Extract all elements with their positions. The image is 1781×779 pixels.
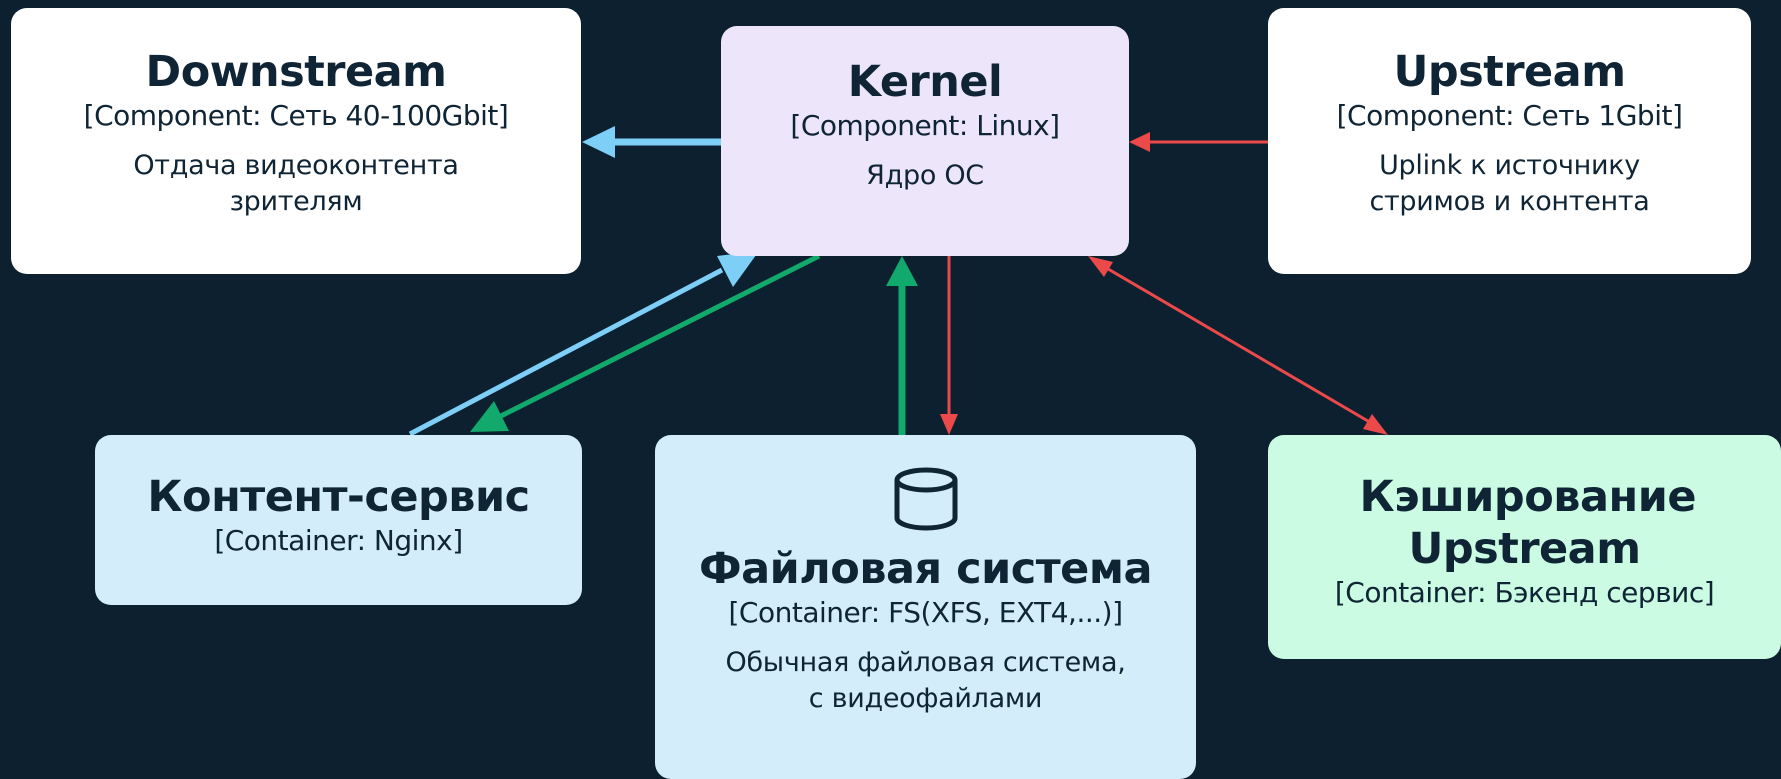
kernel-description: Ядро ОС <box>866 160 984 191</box>
upstream-title: Upstream <box>1393 47 1626 97</box>
downstream-description: Отдача видеоконтента зрителям <box>133 150 459 217</box>
cache-node[interactable]: Кэширование Upstream [Container: Бэкенд … <box>1268 435 1781 659</box>
kernel-technology: [Component: Linux] <box>790 109 1060 142</box>
edge-kernel-to-filesystem <box>940 256 958 435</box>
database-icon <box>894 467 957 531</box>
cache-technology: [Container: Бэкенд сервис] <box>1334 576 1715 609</box>
kernel-node[interactable]: Kernel [Component: Linux] Ядро ОС <box>721 26 1129 256</box>
downstream-technology: [Component: Сеть 40-100Gbit] <box>83 99 509 132</box>
edge-kernel-to-downstream <box>582 126 721 158</box>
upstream-technology: [Component: Сеть 1Gbit] <box>1336 99 1683 132</box>
edge-content-to-kernel <box>408 251 759 437</box>
kernel-title: Kernel <box>847 57 1003 107</box>
downstream-title: Downstream <box>145 47 447 97</box>
filesystem-description: Обычная файловая система, с видеофайлами <box>725 647 1126 714</box>
filesystem-technology: [Container: FS(XFS, EXT4,...)] <box>728 596 1123 629</box>
cache-title: Кэширование Upstream <box>1359 472 1697 574</box>
upstream-node[interactable]: Upstream [Component: Сеть 1Gbit] Uplink … <box>1268 8 1751 274</box>
content-service-node[interactable]: Контент-сервис [Container: Nginx] <box>95 435 582 605</box>
edge-filesystem-to-kernel <box>886 256 918 435</box>
edge-upstream-to-kernel <box>1129 132 1268 152</box>
edge-kernel-cache <box>1088 256 1388 435</box>
upstream-description: Uplink к источнику стримов и контента <box>1369 150 1650 217</box>
content-service-technology: [Container: Nginx] <box>214 524 463 557</box>
filesystem-title: Файловая система <box>699 544 1153 594</box>
filesystem-node[interactable]: Файловая система [Container: FS(XFS, EXT… <box>655 435 1196 779</box>
downstream-node[interactable]: Downstream [Component: Сеть 40-100Gbit] … <box>11 8 581 274</box>
content-service-title: Контент-сервис <box>147 472 530 522</box>
edge-kernel-to-content <box>470 253 821 432</box>
